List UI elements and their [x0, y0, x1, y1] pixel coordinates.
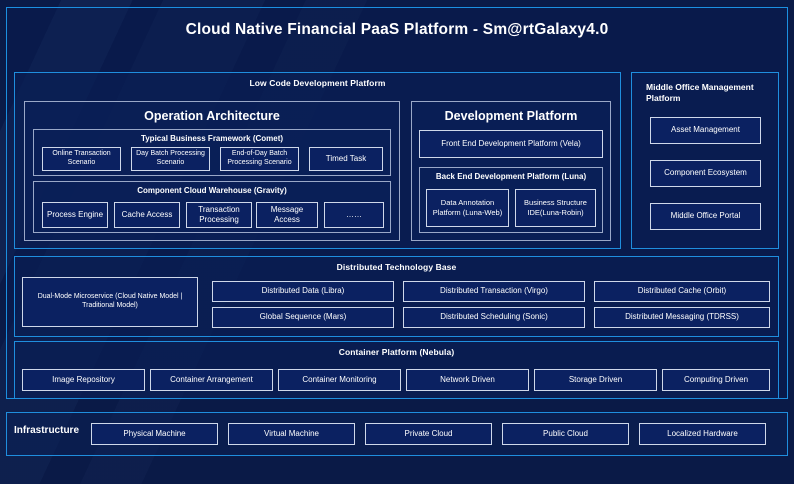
box-business-structure-ide[interactable]: Business Structure IDE(Luna-Robin)	[515, 189, 596, 227]
back-end-development-platform-title: Back End Development Platform (Luna)	[435, 172, 587, 181]
box-end-of-day-batch-processing-scenario[interactable]: End-of-Day Batch Processing Scenario	[220, 147, 299, 171]
box-transaction-processing[interactable]: Transaction Processing	[186, 202, 252, 228]
box-middle-office-portal[interactable]: Middle Office Portal	[650, 203, 761, 230]
box-image-repository[interactable]: Image Repository	[22, 369, 145, 391]
box-online-transaction-scenario[interactable]: Online Transaction Scenario	[42, 147, 121, 171]
box-private-cloud[interactable]: Private Cloud	[365, 423, 492, 445]
box-asset-management[interactable]: Asset Management	[650, 117, 761, 144]
low-code-platform-title: Low Code Development Platform	[249, 78, 386, 88]
box-localized-hardware[interactable]: Localized Hardware	[639, 423, 766, 445]
component-cloud-warehouse-title: Component Cloud Warehouse (Gravity)	[137, 186, 287, 195]
box-timed-task[interactable]: Timed Task	[309, 147, 383, 171]
container-platform-title: Container Platform (Nebula)	[338, 347, 455, 357]
operation-architecture-title: Operation Architecture	[144, 109, 280, 123]
box-distributed-data[interactable]: Distributed Data (Libra)	[212, 281, 394, 302]
development-platform-title: Development Platform	[444, 109, 578, 123]
box-network-driven[interactable]: Network Driven	[406, 369, 529, 391]
middle-office-title: Middle Office Management Platform	[646, 82, 754, 104]
box-distributed-messaging[interactable]: Distributed Messaging (TDRSS)	[594, 307, 770, 328]
box-distributed-scheduling[interactable]: Distributed Scheduling (Sonic)	[403, 307, 585, 328]
box-front-end-development-platform[interactable]: Front End Development Platform (Vela)	[419, 130, 603, 158]
box-dual-mode-microservice[interactable]: Dual-Mode Microservice (Cloud Native Mod…	[22, 277, 198, 327]
distributed-technology-base-title: Distributed Technology Base	[336, 262, 457, 272]
typical-business-framework-title: Typical Business Framework (Comet)	[140, 134, 284, 143]
box-public-cloud[interactable]: Public Cloud	[502, 423, 629, 445]
box-computing-driven[interactable]: Computing Driven	[662, 369, 770, 391]
box-cache-access[interactable]: Cache Access	[114, 202, 180, 228]
box-more-ellipsis[interactable]: ……	[324, 202, 384, 228]
box-container-monitoring[interactable]: Container Monitoring	[278, 369, 401, 391]
box-global-sequence[interactable]: Global Sequence (Mars)	[212, 307, 394, 328]
box-process-engine[interactable]: Process Engine	[42, 202, 108, 228]
box-message-access[interactable]: Message Access	[256, 202, 318, 228]
box-storage-driven[interactable]: Storage Driven	[534, 369, 657, 391]
box-physical-machine[interactable]: Physical Machine	[91, 423, 218, 445]
box-component-ecosystem[interactable]: Component Ecosystem	[650, 160, 761, 187]
box-virtual-machine[interactable]: Virtual Machine	[228, 423, 355, 445]
box-container-arrangement[interactable]: Container Arrangement	[150, 369, 273, 391]
box-day-batch-processing-scenario[interactable]: Day Batch Processing Scenario	[131, 147, 210, 171]
box-distributed-cache[interactable]: Distributed Cache (Orbit)	[594, 281, 770, 302]
infrastructure-label: Infrastructure	[14, 425, 80, 436]
page-title: Cloud Native Financial PaaS Platform - S…	[185, 21, 609, 38]
box-distributed-transaction[interactable]: Distributed Transaction (Virgo)	[403, 281, 585, 302]
box-data-annotation-platform[interactable]: Data Annotation Platform (Luna-Web)	[426, 189, 509, 227]
